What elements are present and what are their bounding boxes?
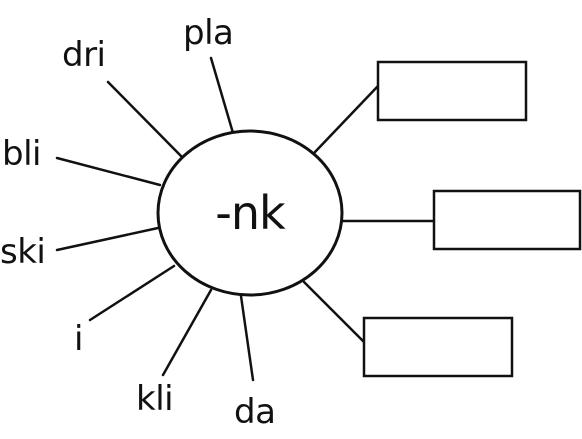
- answer-box-2[interactable]: [432, 189, 582, 251]
- answer-box-3[interactable]: [362, 316, 514, 378]
- center-label: -nk: [215, 186, 286, 240]
- spoke-label-ski: ski: [0, 232, 45, 272]
- spoke-label-dri: dri: [62, 35, 106, 75]
- center-circle: [156, 129, 344, 297]
- spoke-line-ski: [55, 226, 160, 252]
- spoke-label-pla: pla: [183, 13, 233, 53]
- spoke-label-da: da: [234, 392, 275, 432]
- spoke-line-bli: [55, 156, 162, 187]
- spoke-line-box-3: [302, 280, 366, 344]
- spoke-label-bli: bli: [2, 134, 41, 174]
- spoke-line-da: [239, 294, 255, 382]
- spoke-label-i: i: [74, 319, 83, 359]
- spoke-line-i: [88, 264, 176, 322]
- spoke-label-kli: kli: [136, 379, 173, 419]
- answer-box-1[interactable]: [376, 60, 528, 122]
- spoke-line-box-1: [313, 84, 380, 154]
- spoke-line-dri: [106, 80, 184, 159]
- spoke-line-kli: [161, 288, 213, 377]
- spoke-line-pla: [209, 56, 235, 135]
